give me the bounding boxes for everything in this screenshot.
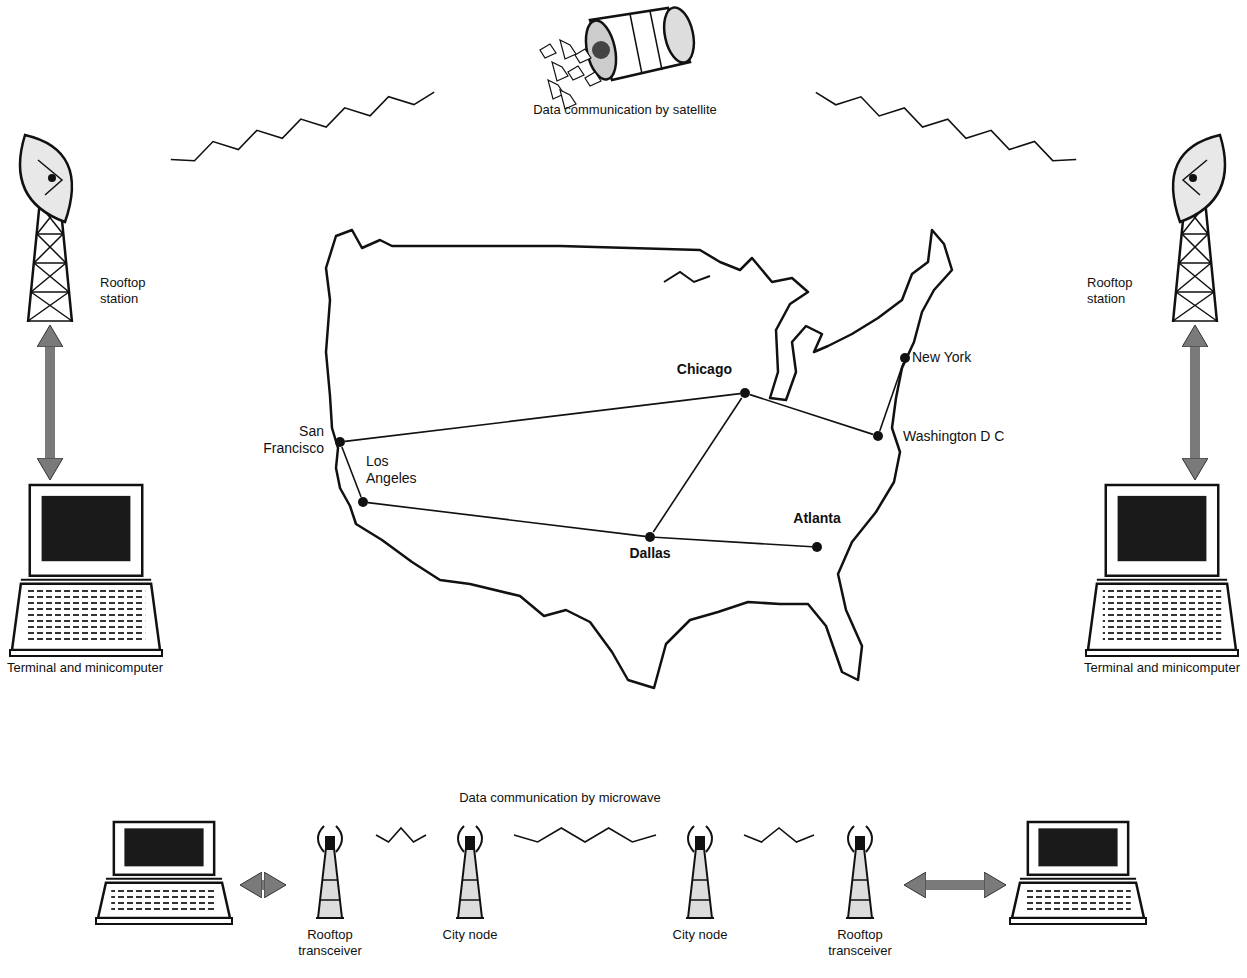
icon-node: Terminal and minicomputer	[1082, 480, 1242, 705]
city-dot: New York	[900, 353, 910, 363]
link-arrow	[926, 880, 984, 890]
network-line	[342, 447, 361, 497]
icon-node: Rooftop transceiver	[820, 815, 900, 975]
node-caption: Rooftop transceiver	[278, 927, 382, 958]
rooftop-station-icon	[20, 135, 72, 322]
link-arrow	[262, 880, 264, 890]
node-caption: Rooftop station	[100, 275, 164, 306]
city-name: Atlanta	[782, 510, 852, 527]
city-dot: San Francisco	[335, 437, 345, 447]
radio-link	[514, 828, 656, 842]
icon-node: Rooftop station	[1082, 125, 1242, 325]
terminal-icon	[1086, 485, 1238, 656]
terminal-icon	[96, 822, 232, 924]
section-caption: Data communication by microwave	[380, 790, 740, 805]
radio-link	[171, 92, 434, 161]
microwave-tower-icon	[316, 826, 344, 918]
network-line	[653, 398, 741, 532]
city-dot: Atlanta	[812, 542, 822, 552]
data-link-arrow	[45, 347, 55, 458]
satellite-icon	[540, 5, 699, 109]
city-dot: Washington D C	[873, 431, 883, 441]
city-name: Washington D C	[903, 428, 1033, 445]
city-name: San Francisco	[262, 423, 324, 457]
data-link-arrow	[1190, 347, 1200, 458]
node-caption: Data communication by satellite	[440, 102, 810, 118]
node-caption: City node	[420, 927, 520, 943]
city-name: New York	[912, 349, 992, 366]
network-line	[368, 503, 645, 537]
microwave-tower-icon	[686, 826, 714, 918]
city-dot: Dallas	[645, 532, 655, 542]
radio-link	[376, 828, 426, 842]
node-caption: Rooftop transceiver	[808, 927, 912, 958]
icon-node: City node	[662, 815, 738, 975]
radio-link	[816, 92, 1076, 160]
icon-node: City node	[432, 815, 508, 975]
node-caption: Terminal and minicomputer	[5, 660, 165, 676]
city-dot: Chicago	[740, 388, 750, 398]
microwave-tower-icon	[456, 826, 484, 918]
lake-detail	[664, 272, 710, 282]
radio-link	[744, 828, 814, 842]
icon-node: Rooftop station	[5, 125, 165, 325]
city-name: Dallas	[615, 545, 685, 562]
icon-node: Terminal and minicomputer	[5, 480, 165, 705]
rooftop-station-icon	[1173, 135, 1225, 322]
city-name: Los Angeles	[366, 453, 422, 487]
icon-node: Rooftop transceiver	[290, 815, 370, 975]
network-line	[655, 537, 812, 546]
city-name: Chicago	[670, 361, 732, 378]
network-line	[750, 395, 873, 435]
network-line	[345, 394, 740, 442]
icon-node: Data communication by satellite	[440, 8, 810, 122]
network-line	[880, 363, 904, 431]
microwave-tower-icon	[846, 826, 874, 918]
node-caption: Rooftop station	[1087, 275, 1151, 306]
terminal-icon	[10, 485, 162, 656]
terminal-icon	[1010, 822, 1146, 924]
us-map-outline	[326, 230, 952, 688]
city-dot: Los Angeles	[358, 497, 368, 507]
node-caption: Terminal and minicomputer	[1082, 660, 1242, 676]
node-caption: City node	[650, 927, 750, 943]
